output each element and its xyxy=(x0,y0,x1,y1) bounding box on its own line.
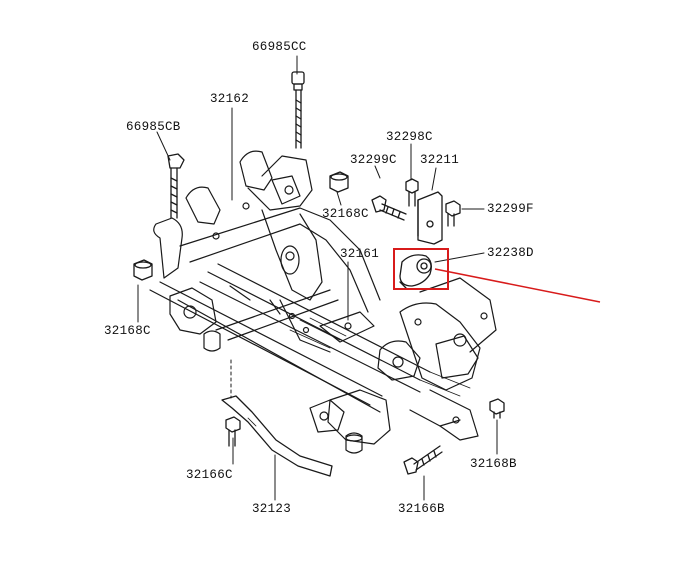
nut-32168c-top xyxy=(329,171,349,193)
nut-32168b xyxy=(489,398,505,419)
label-32168c-left: 32168C xyxy=(104,324,151,338)
bolt-66985cb xyxy=(167,153,185,219)
leader-lines xyxy=(137,55,498,501)
crossmember-32161 xyxy=(149,150,497,454)
label-32168b: 32168B xyxy=(470,457,517,471)
bolt-66985cc xyxy=(291,71,305,149)
bolt-32299c xyxy=(371,195,407,221)
label-32299c: 32299C xyxy=(350,153,397,167)
label-32123: 32123 xyxy=(252,502,292,516)
highlight-callout xyxy=(393,248,601,303)
label-32211: 32211 xyxy=(420,153,460,167)
bolt-32299f xyxy=(445,200,461,227)
label-32161: 32161 xyxy=(340,247,380,261)
label-32298c: 32298C xyxy=(386,130,433,144)
label-32168c-top: 32168C xyxy=(322,207,369,221)
label-66985cc: 66985CC xyxy=(252,40,307,54)
label-32238d: 32238D xyxy=(487,246,534,260)
highlight-pointer xyxy=(434,268,601,303)
highlight-box xyxy=(393,248,449,290)
bolt-32298c xyxy=(405,178,419,207)
nut-32168c-left xyxy=(133,259,153,281)
bar-32123 xyxy=(221,395,333,477)
label-32166c: 32166C xyxy=(186,468,233,482)
bolt-32166b xyxy=(403,445,443,475)
label-32299f: 32299F xyxy=(487,202,534,216)
label-32162: 32162 xyxy=(210,92,250,106)
bolt-32166c xyxy=(225,416,241,447)
bracket-32211 xyxy=(417,191,443,245)
label-32166b: 32166B xyxy=(398,502,445,516)
mount-32238d xyxy=(399,254,432,289)
label-66985cb: 66985CB xyxy=(126,120,181,134)
